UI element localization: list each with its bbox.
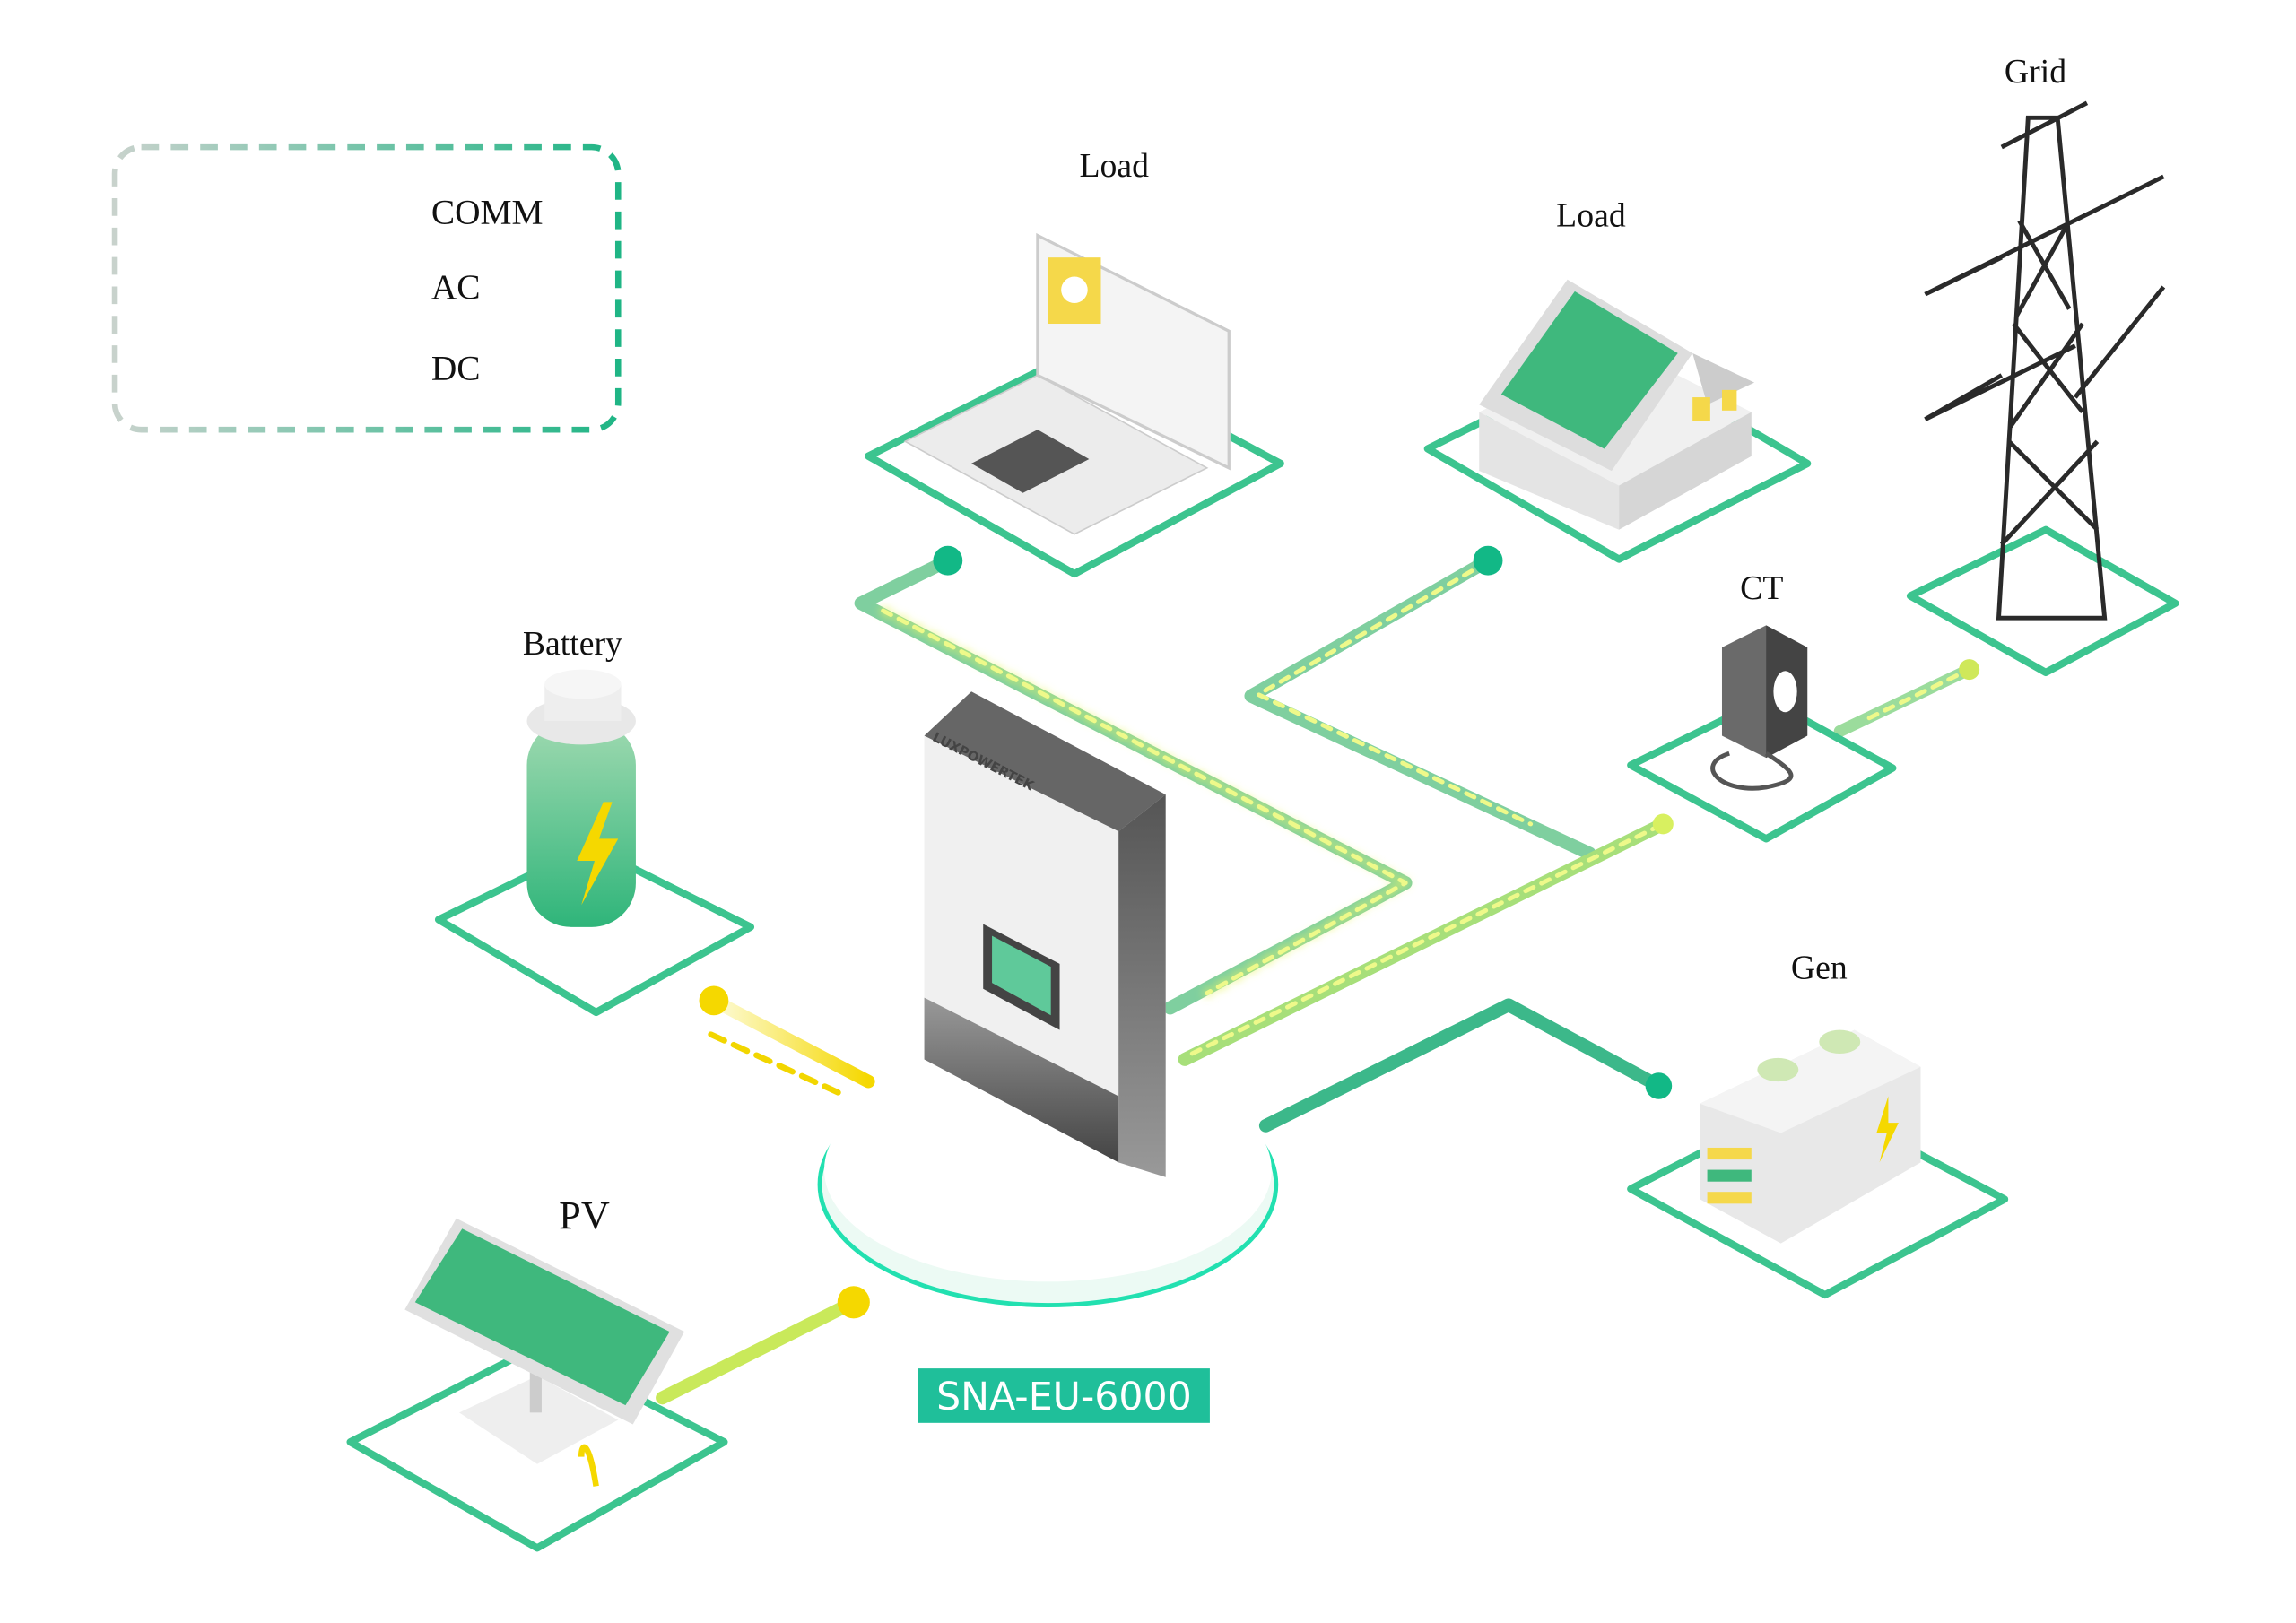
model-label: SNA-EU-6000 <box>918 1368 1210 1423</box>
house-connector-dot <box>1473 545 1503 576</box>
label-grid: Grid <box>2005 53 2066 91</box>
connections <box>656 545 1980 1405</box>
laptop-connector-dot <box>933 545 963 576</box>
pv-connector-dot <box>837 1286 870 1319</box>
platform-ct <box>1627 695 1897 843</box>
legend-ac-label: AC <box>431 267 481 307</box>
platform-grid <box>1906 525 2179 677</box>
ac-line-house <box>1244 553 1596 861</box>
dc-line-pv <box>656 1295 861 1405</box>
model-label-text: SNA-EU-6000 <box>936 1375 1192 1419</box>
legend: COMM AC DC <box>111 143 622 433</box>
label-load-laptop: Load <box>1079 147 1149 185</box>
legend-border <box>111 143 622 433</box>
label-gen: Gen <box>1791 949 1848 986</box>
label-load-house: Load <box>1556 197 1626 235</box>
ct-icon <box>1710 625 1808 791</box>
label-ct: CT <box>1740 569 1783 607</box>
legend-comm-label: COMM <box>431 192 544 231</box>
generator-icon <box>1700 1029 1921 1244</box>
battery-icon <box>526 669 636 927</box>
grid-tower-icon <box>1924 100 2166 621</box>
house-icon <box>1479 279 1755 530</box>
gen-connector-dot <box>1645 1072 1673 1099</box>
comm-line-battery <box>708 1031 849 1099</box>
label-pv: PV <box>559 1193 610 1237</box>
battery-connector-dot <box>699 985 729 1016</box>
label-battery: Battery <box>523 625 622 663</box>
laptop-icon <box>903 232 1231 535</box>
inverter: LUXPOWERTEK <box>817 691 1279 1308</box>
ac-line-gen <box>1258 998 1665 1133</box>
dc-line-battery <box>707 994 875 1089</box>
legend-dc-label: DC <box>431 348 481 387</box>
pv-panel-icon <box>404 1218 685 1487</box>
